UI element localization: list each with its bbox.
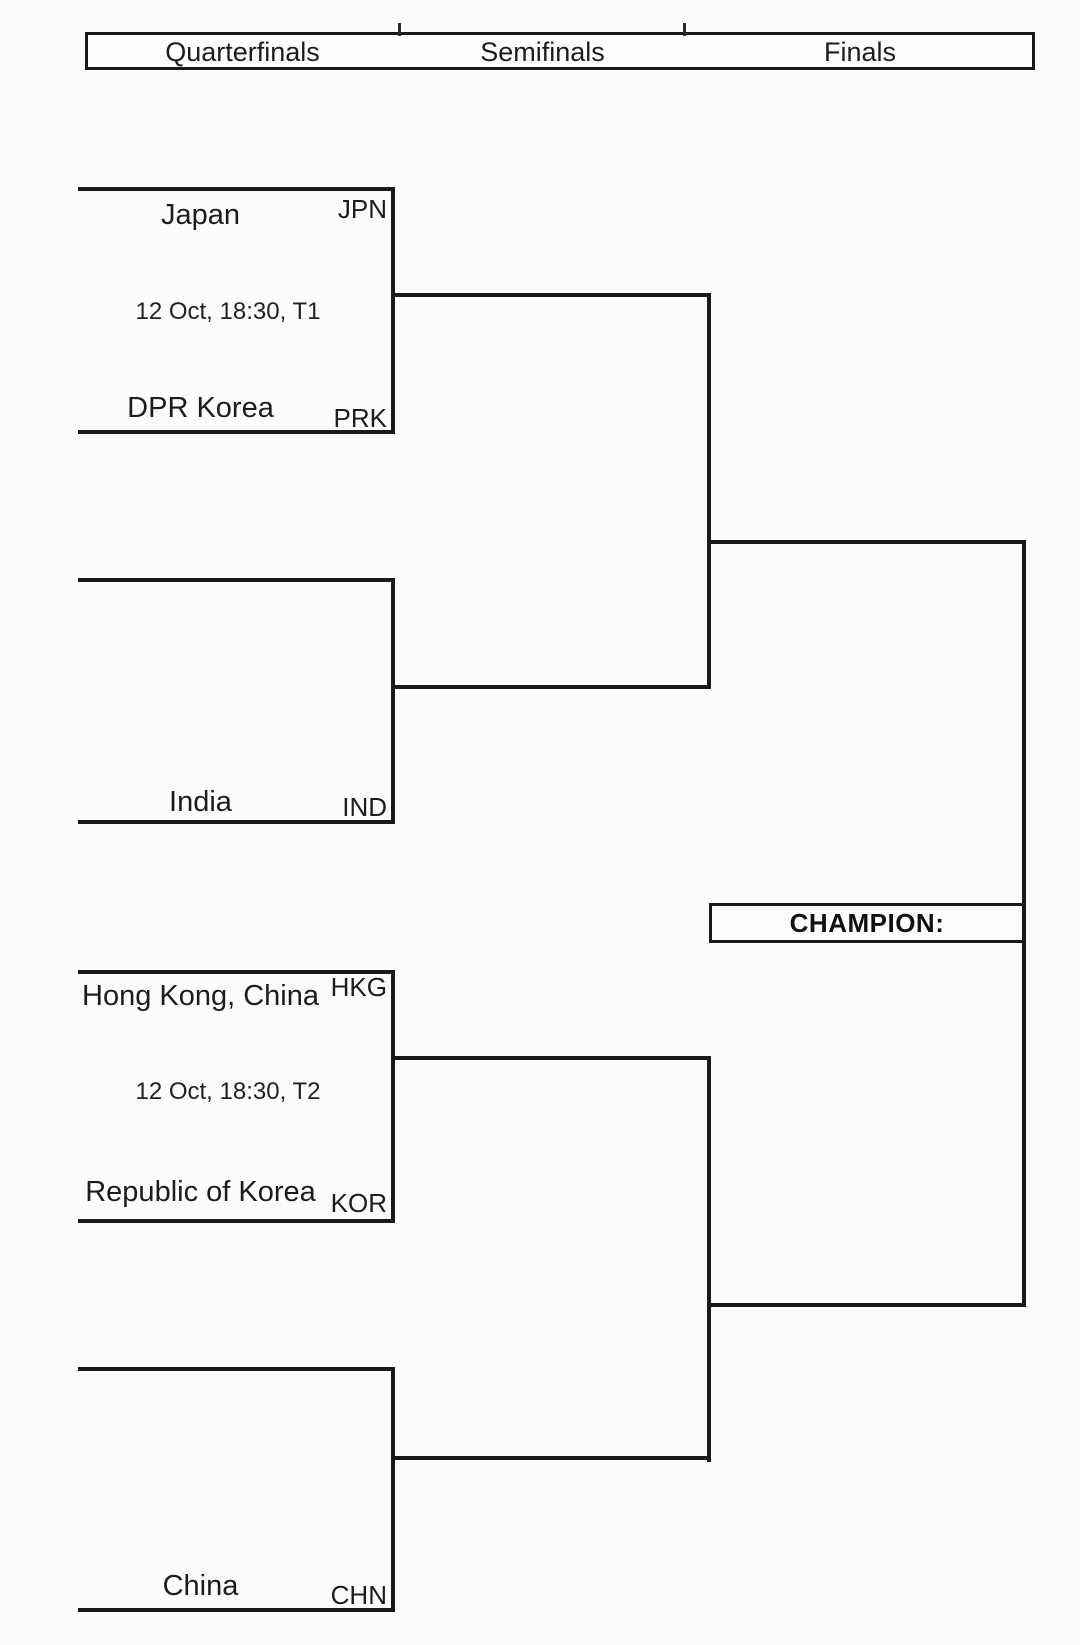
round-header xyxy=(85,32,1035,70)
round-header-semifinals: Semifinals xyxy=(480,37,605,67)
header-divider-tick xyxy=(398,23,401,36)
header-divider-tick xyxy=(683,23,686,36)
match-vertical-qf2 xyxy=(391,578,395,824)
champion-box: CHAMPION: xyxy=(709,903,1025,943)
team-name-china: China xyxy=(162,1570,239,1602)
team-name-dpr-korea: DPR Korea xyxy=(127,392,274,424)
connector-sf2-to-final xyxy=(707,1303,1026,1307)
team-line-qf2-blank xyxy=(78,578,395,582)
team-line-india xyxy=(78,820,395,824)
team-name-republic-of-korea: Republic of Korea xyxy=(85,1176,316,1208)
team-line-qf4-blank xyxy=(78,1367,395,1371)
connector-qf2-to-sf1 xyxy=(391,685,711,689)
team-line-hong-kong xyxy=(78,970,395,974)
match-vertical-sf1 xyxy=(707,293,711,689)
match-schedule-qf1: 12 Oct, 18:30, T1 xyxy=(135,298,321,325)
team-line-japan xyxy=(78,187,395,191)
team-code-prk: PRK xyxy=(333,403,387,433)
round-header-finals: Finals xyxy=(823,37,897,67)
team-code-ind: IND xyxy=(342,792,387,822)
team-name-japan: Japan xyxy=(160,199,240,231)
round-header-quarterfinals: Quarterfinals xyxy=(165,37,320,67)
connector-qf3-to-sf2 xyxy=(391,1056,711,1060)
match-vertical-qf1 xyxy=(391,187,395,434)
match-schedule-qf3: 12 Oct, 18:30, T2 xyxy=(135,1078,321,1105)
team-line-dpr-korea xyxy=(78,430,395,434)
connector-qf4-to-sf2 xyxy=(391,1456,711,1460)
match-vertical-sf2 xyxy=(707,1056,711,1462)
match-vertical-qf4 xyxy=(391,1367,395,1612)
team-name-india: India xyxy=(169,786,232,818)
connector-sf1-to-final xyxy=(707,540,1026,544)
champion-label: CHAMPION: xyxy=(789,907,945,938)
connector-qf1-to-sf1 xyxy=(391,293,711,297)
team-code-hkg: HKG xyxy=(330,972,387,1002)
match-vertical-qf3 xyxy=(391,970,395,1223)
team-line-republic-of-korea xyxy=(78,1219,395,1223)
team-name-hong-kong: Hong Kong, China xyxy=(82,980,319,1012)
team-code-jpn: JPN xyxy=(337,194,387,224)
team-code-chn: CHN xyxy=(330,1580,387,1610)
team-line-china xyxy=(78,1608,395,1612)
team-code-kor: KOR xyxy=(330,1188,387,1218)
